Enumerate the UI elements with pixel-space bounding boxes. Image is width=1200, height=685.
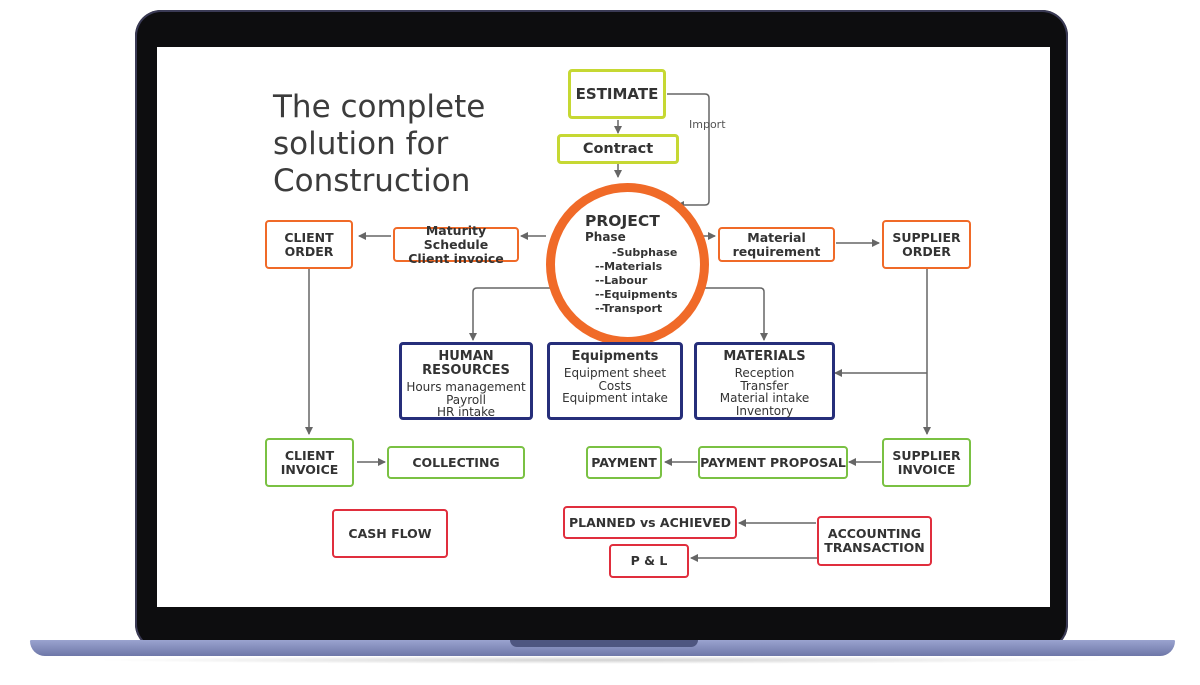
materials-item: Inventory [735,403,794,418]
estimate-box: ESTIMATE [568,69,666,119]
supplier-invoice-line2: INVOICE [897,461,956,477]
project-title: PROJECT [585,212,660,230]
materials-box: MATERIALS Reception Transfer Material in… [694,342,835,420]
human-resources-box: HUMAN RESOURCES Hours management Payroll… [399,342,533,420]
supplier-order-line2: ORDER [902,243,951,259]
client-invoice-line2: INVOICE [280,461,339,477]
equipments-title: Equipments [571,349,659,364]
project-labour: --Labour [595,274,648,287]
laptop-screen: The complete solution for Construction I… [157,47,1050,607]
collecting-box: COLLECTING [387,446,525,479]
laptop-notch [510,640,698,647]
contract-label: Contract [582,141,654,157]
maturity-schedule-box: Maturity Schedule Client invoice [393,222,519,265]
supplier-order-box: SUPPLIER ORDER [882,220,971,269]
collecting-label: COLLECTING [412,454,500,470]
project-equipments: --Equipments [595,288,678,301]
material-requirement-box: Material requirement [718,227,835,262]
equipments-box: Equipments Equipment sheet Costs Equipme… [547,342,683,420]
import-label: Import [689,118,726,131]
pl-box: P & L [609,544,689,578]
payment-proposal-label: PAYMENT PROPOSAL [700,454,846,470]
supplier-invoice-line1: SUPPLIER [892,447,961,463]
client-order-line2: ORDER [284,243,334,259]
client-order-line1: CLIENT [284,229,334,245]
maturity-line2: Client invoice [408,250,504,266]
payment-label: PAYMENT [591,454,657,470]
project-subphase: -Subphase [612,246,678,259]
materials-item: Transfer [740,378,789,393]
accounting-transaction-box: ACCOUNTING TRANSACTION [817,516,932,566]
cash-flow-box: CASH FLOW [332,509,448,558]
material-req-line1: Material [747,229,806,245]
supplier-invoice-box: SUPPLIER INVOICE [882,438,971,487]
arrow-project-hr [469,287,555,341]
contract-box: Contract [557,134,679,164]
materials-item: Material intake [719,391,810,405]
materials-item: Reception [734,366,795,380]
client-invoice-box: CLIENT INVOICE [265,438,354,487]
pl-label: P & L [630,553,668,568]
material-req-line2: requirement [732,243,821,259]
planned-label: PLANNED vs ACHIEVED [568,514,732,530]
laptop-shadow [90,656,1115,664]
equipments-item: Equipment sheet [563,366,667,380]
estimate-label: ESTIMATE [575,85,659,103]
planned-vs-achieved-box: PLANNED vs ACHIEVED [563,506,737,539]
accounting-line2: TRANSACTION [824,540,925,555]
hr-title: HUMAN RESOURCES [422,349,510,378]
materials-title: MATERIALS [723,349,806,364]
client-invoice-line1: CLIENT [284,447,335,463]
client-order-box: CLIENT ORDER [265,220,353,269]
hr-item: Hours management [406,380,526,394]
supplier-order-line1: SUPPLIER [892,229,961,245]
cash-flow-label: CASH FLOW [348,525,432,541]
hr-item: HR intake [436,405,496,419]
arrow-import [667,93,710,209]
arrow-project-materials [682,287,768,341]
hr-item: Payroll [446,392,486,407]
maturity-line1: Maturity Schedule [423,222,489,252]
project-materials: --Materials [595,260,663,273]
project-transport: --Transport [595,302,663,315]
payment-box: PAYMENT [586,446,662,479]
page-title: The complete solution for Construction [273,89,486,199]
equipments-item: Costs [598,378,632,393]
project-circle: PROJECT Phase -Subphase --Materials --La… [546,183,709,346]
accounting-line1: ACCOUNTING [827,526,922,541]
project-phase: Phase [585,230,626,244]
payment-proposal-box: PAYMENT PROPOSAL [698,446,848,479]
equipments-item: Equipment intake [562,391,668,405]
laptop-base [30,640,1175,656]
